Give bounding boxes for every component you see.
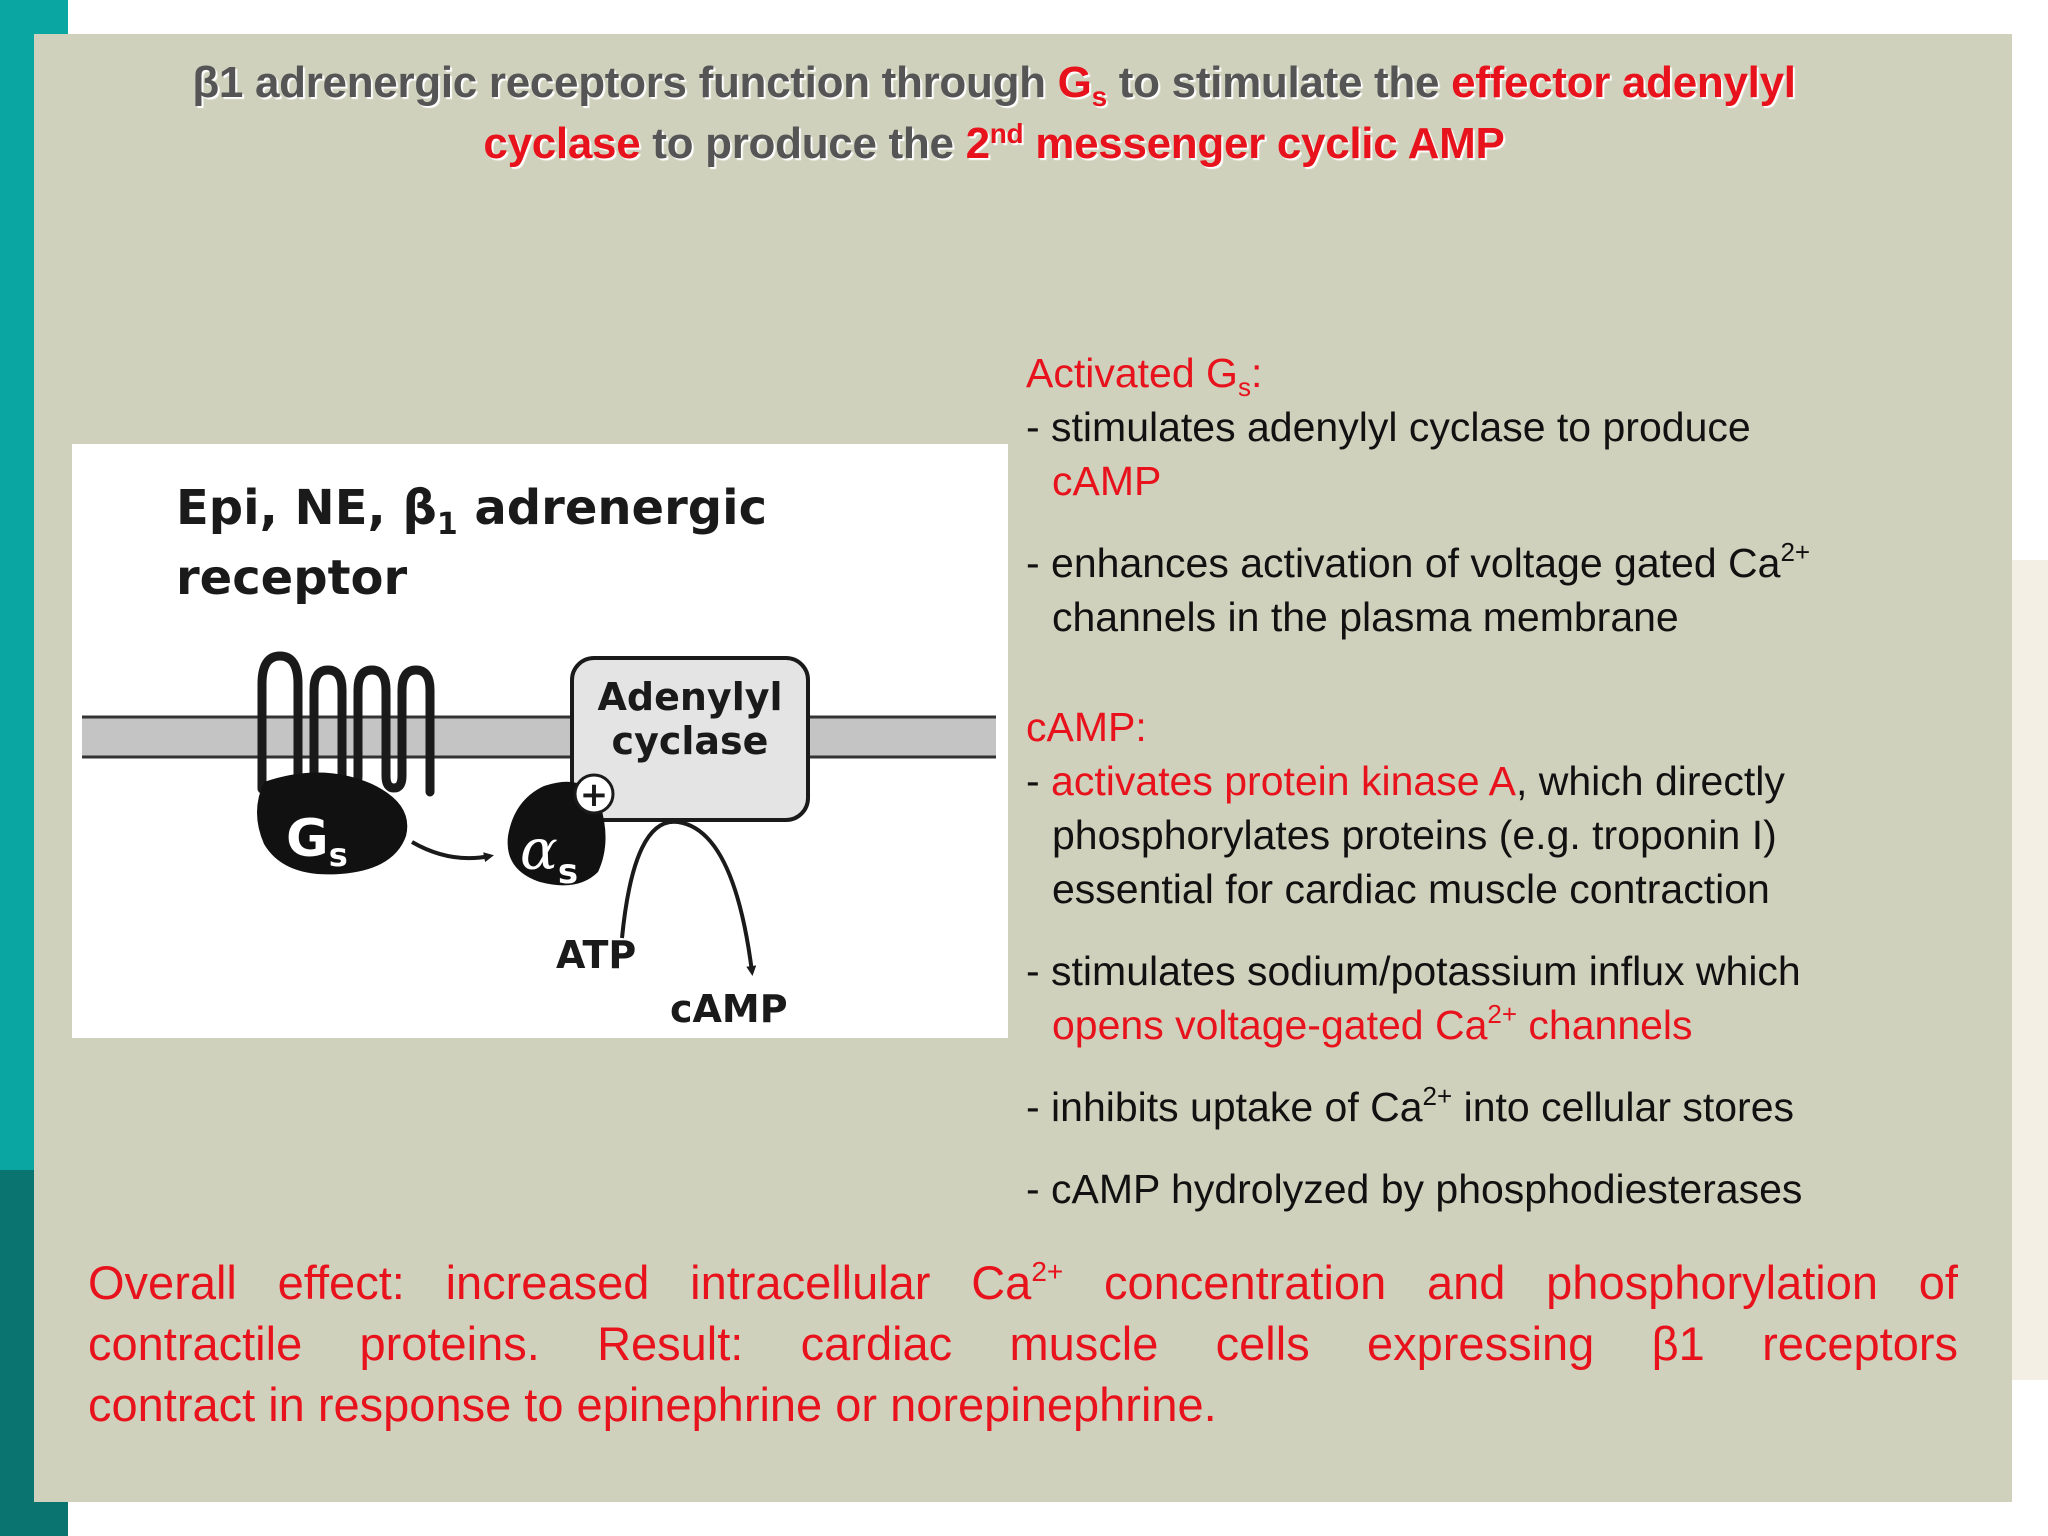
bullet-phosphodiesterases: - cAMP hydrolyzed by phosphodiesterases <box>1026 1166 1803 1212</box>
bullet-stimulates-ac-camp: cAMP <box>1052 458 1162 504</box>
stimulation-plus-icon <box>573 773 615 815</box>
slide: β1 adrenergic receptors function through… <box>34 34 2012 1502</box>
title-cyclase: cyclase <box>483 119 641 168</box>
title-text: to produce the <box>640 119 966 168</box>
bullet-enhances-ca: - enhances activation of voltage gated C… <box>1026 536 1986 644</box>
slide-title: β1 adrenergic receptors function through… <box>144 52 1844 174</box>
title-second-superscript: nd <box>989 118 1024 149</box>
overall-effect-summary: Overall effect: increased intracellular … <box>88 1252 1958 1435</box>
bullet-enhances-ca-line1: - enhances activation of voltage gated C… <box>1026 537 1811 586</box>
gs-label: Gs <box>286 809 348 874</box>
bullet-pka-line2: phosphorylates proteins (e.g. troponin I… <box>1052 812 1777 858</box>
adenylyl-cyclase-label-2: cyclase <box>612 719 769 763</box>
bullet-sodium-line2: opens voltage-gated Ca2+ channels <box>1052 999 1693 1048</box>
title-gs-subscript: s <box>1091 81 1108 112</box>
title-text: to stimulate the <box>1106 58 1452 107</box>
adenylyl-cyclase-label-1: Adenylyl <box>597 675 782 719</box>
bullet-pka-line1: - activates protein kinase A, which dire… <box>1026 758 1785 804</box>
gs-activation-arrow <box>410 840 494 863</box>
atp-label: ATP <box>556 933 636 977</box>
title-text: β1 adrenergic receptors function through <box>192 58 1058 107</box>
title-second-number: 2 <box>965 119 990 168</box>
activated-gs-heading: Activated Gs: <box>1026 350 1263 402</box>
figure-heading-line1: Epi, NE, β1 adrenergic <box>176 480 767 542</box>
signaling-diagram-svg: Epi, NE, β1 adrenergic receptor Gs Adeny… <box>82 480 996 1031</box>
camp-section: cAMP: - activates protein kinase A, whic… <box>1026 700 1986 916</box>
bullet-inhibits-uptake: - inhibits uptake of Ca2+ into cellular … <box>1026 1081 1795 1130</box>
membrane-band <box>82 717 996 757</box>
camp-label: cAMP <box>670 987 788 1031</box>
bullet-sodium-potassium: - stimulates sodium/potassium influx whi… <box>1026 944 1986 1052</box>
plus-symbol: + <box>580 775 609 815</box>
adenylyl-cyclase-box <box>570 656 810 822</box>
signaling-diagram: Epi, NE, β1 adrenergic receptor Gs Adeny… <box>72 444 1008 1038</box>
bullet-sodium-line1: - stimulates sodium/potassium influx whi… <box>1026 948 1801 994</box>
activated-gs-section: Activated Gs: - stimulates adenylyl cycl… <box>1026 346 1986 508</box>
camp-heading: cAMP: <box>1026 704 1147 750</box>
title-effector: effector adenylyl <box>1451 58 1796 107</box>
summary-line-2: contractile proteins. Result: cardiac mu… <box>88 1317 1958 1370</box>
atp-to-camp-arrow <box>620 819 757 976</box>
title-second-messenger: 2nd messenger cyclic AMP <box>966 119 1505 168</box>
bullet-pka-line3: essential for cardiac muscle contraction <box>1052 866 1770 912</box>
title-gs-letter: G <box>1057 58 1092 107</box>
bullet-stimulates-ac: - stimulates adenylyl cyclase to produce <box>1026 404 1751 450</box>
summary-line-1: Overall effect: increased intracellular … <box>88 1256 1958 1309</box>
bullet-enhances-ca-line2: channels in the plasma membrane <box>1052 594 1679 640</box>
title-gs: Gs <box>1057 58 1108 111</box>
title-messenger: messenger cyclic AMP <box>1023 119 1505 168</box>
figure-heading-line2: receptor <box>176 550 408 606</box>
decorative-edge <box>2010 560 2048 1380</box>
summary-line-3: contract in response to epinephrine or n… <box>88 1378 1217 1431</box>
alpha-s-label: αs <box>520 818 578 892</box>
gs-protein <box>257 772 408 875</box>
